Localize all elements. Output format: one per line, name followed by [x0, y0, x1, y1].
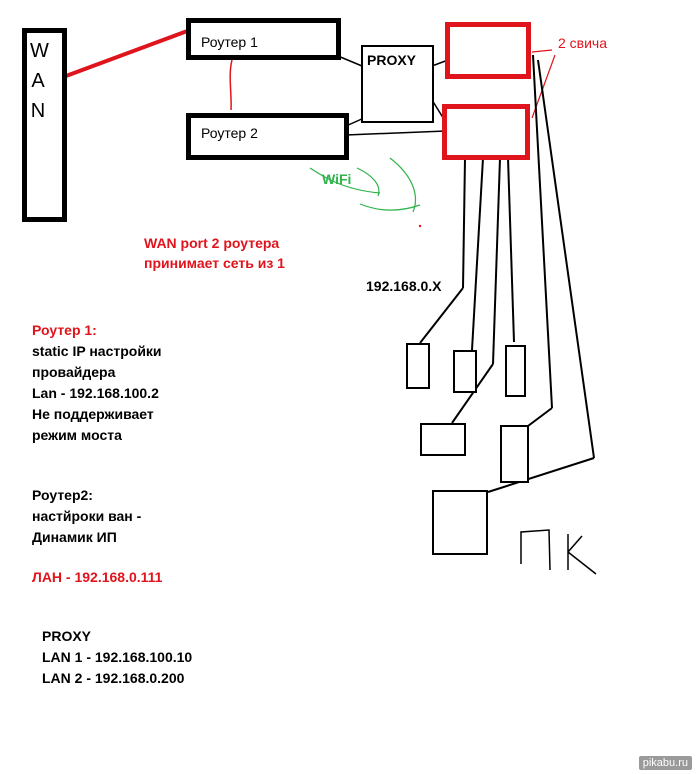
router1-box	[186, 18, 341, 60]
router2-note-line-1: Роутер2:	[32, 487, 93, 503]
cable-long-2b	[487, 457, 595, 493]
router1-note-line-1: static IP настройки	[32, 343, 162, 359]
router1-note: Роутер 1: static IP настройки провайдера…	[32, 320, 162, 446]
router1-note-line-5: режим моста	[32, 427, 122, 443]
proxy-label: PROXY	[367, 52, 417, 68]
wan-letter-n: N	[30, 100, 46, 122]
proxy-note-line-1: PROXY	[42, 628, 92, 644]
cable-device-1b	[419, 287, 464, 344]
device-3	[505, 345, 526, 397]
cable-long-1b	[527, 407, 553, 427]
device-2	[453, 350, 477, 393]
cable-device-3	[492, 157, 501, 365]
router1-note-line-3: Lan - 192.168.100.2	[32, 385, 159, 401]
wan-port-note: WAN port 2 роутера принимает сеть из 1	[144, 233, 285, 273]
cable-long-1	[532, 54, 553, 409]
cable-device-3b	[451, 363, 494, 424]
router1-note-line-2: провайдера	[32, 364, 116, 380]
wifi-arc-3	[309, 167, 381, 194]
device-5	[500, 425, 529, 483]
wifi-label: WiFi	[322, 171, 352, 187]
wan-letter-w: W	[30, 40, 49, 62]
switches-label: 2 свича	[558, 35, 608, 51]
pikabu-watermark: pikabu.ru	[638, 756, 692, 770]
router1-proxy-link	[337, 55, 363, 67]
wan-port-note-line-1: WAN port 2 роутера	[144, 235, 280, 251]
wifi-arc-2	[389, 157, 417, 213]
label-pointer-switch1	[531, 49, 553, 53]
router2-lan-note: ЛАН - 192.168.0.111	[32, 569, 163, 585]
device-4	[420, 423, 466, 456]
router1-note-title: Роутер 1:	[32, 322, 97, 338]
subnet-label: 192.168.0.X	[366, 278, 442, 294]
router2-switch2-link	[345, 130, 447, 136]
handwritten-pk-k	[567, 534, 597, 575]
router2-note-line-3: Динамик ИП	[32, 529, 117, 545]
wifi-arc-4	[359, 203, 421, 211]
router2-box	[186, 113, 349, 160]
red-dot	[418, 224, 422, 228]
proxy-box	[361, 45, 434, 123]
cable-long-2	[537, 59, 595, 459]
proxy-note-line-3: LAN 2 - 192.168.0.200	[42, 670, 185, 686]
router1-router2-link	[229, 59, 233, 111]
wan-letter-a: A	[31, 70, 45, 92]
device-1	[406, 343, 430, 389]
handwritten-pk-p	[520, 529, 551, 571]
router2-note: Роутер2: настйроки ван - Динамик ИП	[32, 485, 141, 548]
wan-port-note-line-2: принимает сеть из 1	[144, 255, 285, 271]
cable-device-1	[462, 157, 466, 289]
proxy-note: PROXY LAN 1 - 192.168.100.10 LAN 2 - 192…	[42, 626, 192, 689]
router2-note-line-2: настйроки ван -	[32, 508, 142, 524]
switch-2	[442, 104, 530, 160]
router1-note-line-4: Не поддерживает	[32, 406, 154, 422]
wan-box	[22, 28, 67, 222]
router1-label: Роутер 1	[201, 34, 258, 50]
proxy-note-line-2: LAN 1 - 192.168.100.10	[42, 649, 193, 665]
router2-label: Роутер 2	[201, 125, 258, 141]
cable-device-2	[471, 157, 484, 351]
cable-device-4	[507, 157, 515, 343]
switch-1	[445, 22, 531, 79]
wan-router1-link	[65, 28, 191, 78]
device-6	[432, 490, 488, 555]
